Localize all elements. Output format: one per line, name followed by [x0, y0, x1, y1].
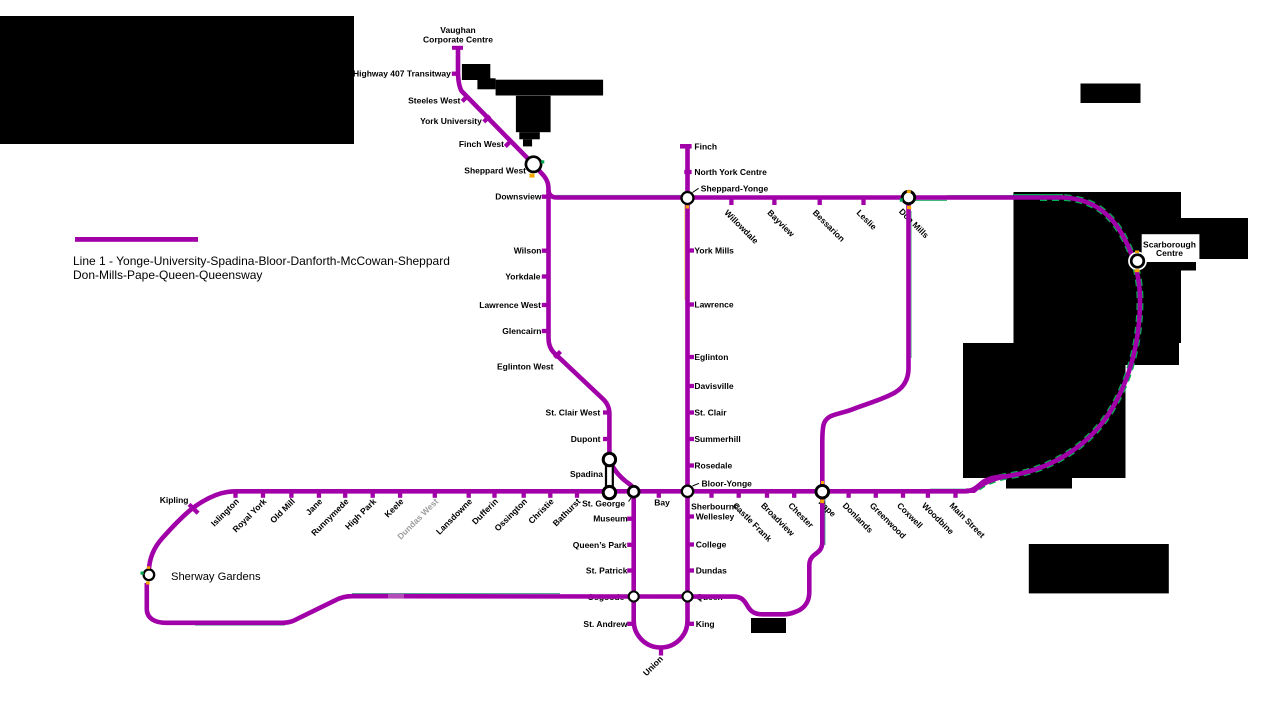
svg-text:St. Clair West: St. Clair West — [546, 408, 601, 418]
svg-text:Finch West: Finch West — [459, 139, 504, 149]
svg-text:Vaughan: Vaughan — [440, 25, 475, 35]
svg-text:Davisville: Davisville — [694, 381, 733, 391]
svg-text:North York Centre: North York Centre — [694, 167, 767, 177]
svg-text:College: College — [696, 540, 727, 550]
svg-text:York Mills: York Mills — [694, 246, 734, 256]
svg-text:St. Clair: St. Clair — [694, 408, 727, 418]
svg-text:Scarborough: Scarborough — [1143, 239, 1196, 249]
svg-text:Sheppard West: Sheppard West — [464, 166, 526, 176]
svg-text:Line 1 - Yonge-University-Spad: Line 1 - Yonge-University-Spadina-Bloor-… — [73, 254, 450, 268]
svg-text:Finch: Finch — [694, 141, 717, 151]
svg-text:St. Patrick: St. Patrick — [586, 566, 628, 576]
svg-text:Corporate Centre: Corporate Centre — [423, 35, 493, 45]
svg-text:Summerhill: Summerhill — [694, 434, 740, 444]
svg-text:Bloor-Yonge: Bloor-Yonge — [702, 479, 753, 489]
svg-text:Dupont: Dupont — [571, 434, 601, 444]
svg-text:Eglinton West: Eglinton West — [497, 361, 554, 371]
svg-text:Wellesley: Wellesley — [696, 512, 735, 522]
svg-text:York University: York University — [420, 116, 482, 126]
svg-text:St. Andrew: St. Andrew — [583, 619, 627, 629]
svg-text:Lawrence West: Lawrence West — [479, 300, 541, 310]
svg-text:Lawrence: Lawrence — [694, 300, 733, 310]
svg-text:Don-Mills-Pape-Queen-Queensway: Don-Mills-Pape-Queen-Queensway — [73, 268, 262, 282]
svg-text:Eglinton: Eglinton — [694, 352, 728, 362]
svg-text:Bay: Bay — [654, 498, 670, 508]
svg-text:Yorkdale: Yorkdale — [505, 272, 541, 282]
svg-text:Steeles West: Steeles West — [408, 96, 460, 106]
svg-text:Glencairn: Glencairn — [502, 326, 541, 336]
svg-text:Sherway Gardens: Sherway Gardens — [171, 571, 261, 583]
svg-text:Wilson: Wilson — [514, 246, 542, 256]
svg-text:King: King — [696, 619, 715, 629]
svg-text:Queen’s Park: Queen’s Park — [573, 540, 627, 550]
svg-text:St. George: St. George — [582, 499, 625, 509]
svg-text:Dundas: Dundas — [696, 566, 727, 576]
svg-text:Rosedale: Rosedale — [694, 461, 732, 471]
svg-text:Kipling: Kipling — [160, 495, 189, 505]
svg-text:Downsview: Downsview — [495, 192, 542, 202]
svg-text:Museum: Museum — [593, 514, 628, 524]
svg-text:Spadina: Spadina — [570, 469, 603, 479]
svg-text:Highway 407 Transitway: Highway 407 Transitway — [353, 69, 451, 79]
svg-text:Sheppard-Yonge: Sheppard-Yonge — [701, 184, 769, 194]
svg-text:Sherbourne: Sherbourne — [691, 502, 739, 512]
svg-text:Centre: Centre — [1156, 248, 1183, 258]
